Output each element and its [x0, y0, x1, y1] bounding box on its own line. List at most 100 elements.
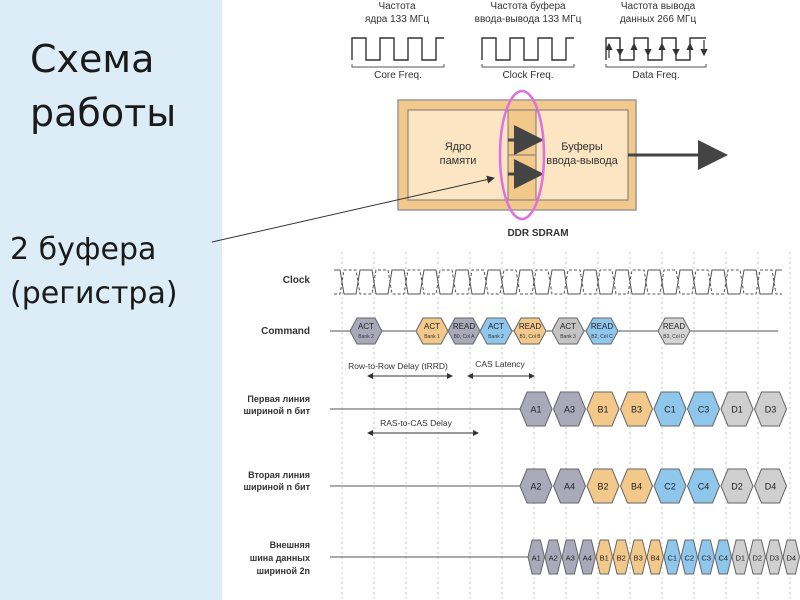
data-cell-label: D2: [752, 554, 762, 563]
data-cell-label: C1: [667, 554, 677, 563]
command-act-6: ACT Bank 3: [551, 317, 585, 345]
command-sub: Bank 3: [560, 334, 576, 340]
line2-cells: A2 A4 B2 B4 C2 C4 D2 D4: [519, 468, 788, 504]
data-freq-label: Data Freq.: [632, 70, 679, 81]
core-freq-caption: Частота ядра 133 МГц: [365, 1, 429, 25]
cas-label: CAS Latency: [475, 359, 525, 369]
core-freq-wave: [351, 37, 444, 61]
buffer-box: [535, 109, 629, 201]
buffer-freq-caption: Частота буфера ввода-вывода 133 МГц: [475, 0, 582, 25]
line2-label-1: Вторая линия: [248, 470, 310, 480]
buffer-caption-line-1: Частота буфера: [490, 0, 566, 12]
buffer-highlight-ellipse: [498, 89, 546, 221]
data-cell-label: A2: [549, 554, 558, 563]
command-name: ACT: [488, 322, 504, 331]
rcd-label: RAS-to-CAS Delay: [380, 418, 453, 428]
data-cell-c4: C4: [686, 468, 721, 504]
data-cell-label: C1: [664, 405, 676, 415]
data-freq-arrows: [605, 40, 708, 58]
data-cell-a1: A1: [519, 391, 553, 427]
data-cell-d3: D3: [753, 391, 788, 427]
core-text-line-1: Ядро: [445, 141, 472, 153]
data-cell-label: D2: [731, 482, 743, 492]
command-name: ACT: [358, 322, 374, 331]
data-cell-label: C3: [701, 554, 711, 563]
buffer-text-line-2: ввода-вывода: [546, 155, 618, 167]
data-cell-label: B1: [600, 554, 609, 563]
line1-label-2: шириной n бит: [243, 406, 310, 416]
core-freq-label: Core Freq.: [374, 70, 422, 81]
bus-label-2: шина данных: [250, 553, 310, 563]
data-cell-label: A4: [564, 482, 575, 492]
data-cell-label: B2: [597, 482, 608, 492]
line1-row-label: Первая линия шириной n бит: [243, 394, 310, 416]
callout-line-1: 2 буфера: [10, 232, 157, 267]
ddr-title: DDR SDRAM: [507, 228, 568, 239]
freq-brackets: [351, 64, 707, 68]
data-cell-a3: A3: [552, 391, 587, 427]
data-cell-label: C4: [698, 482, 710, 492]
data-cell-b4: B4: [619, 468, 654, 504]
data-cell-label: D1: [731, 405, 743, 415]
data-cell-label: B4: [651, 554, 660, 563]
command-sub: B0, Col A: [454, 334, 476, 340]
data-cell-c3: C3: [686, 391, 721, 427]
buffer-callout: 2 буфера (регистра): [10, 228, 178, 316]
data-cell-label: A2: [530, 482, 541, 492]
data-cell-b1: B1: [586, 391, 620, 427]
data-cell-label: D4: [786, 554, 796, 563]
bus-label-3: шириной 2n: [256, 566, 310, 576]
data-caption-line-1: Частота вывода: [621, 1, 696, 12]
clock-row-label: Clock: [283, 275, 311, 286]
data-cell-label: D1: [735, 554, 745, 563]
command-name: ACT: [424, 322, 440, 331]
line2-label-2: шириной n бит: [243, 482, 310, 492]
rrd-label: Row-to-Row Delay (tRRD): [348, 361, 448, 371]
command-sub: Bank 2: [358, 334, 374, 340]
data-cell-c2: C2: [653, 468, 687, 504]
data-cell-label: C3: [698, 405, 710, 415]
data-cell-label: A3: [566, 554, 575, 563]
callout-line-2: (регистра): [10, 276, 178, 311]
command-sub: Bank 2: [488, 334, 504, 340]
data-cell-label: D4: [765, 482, 777, 492]
data-cell-label: D3: [769, 554, 779, 563]
command-read-7: READ B2, Col C: [585, 317, 619, 345]
command-sub: Bank 1: [424, 334, 440, 340]
clock-freq-label: Clock Freq.: [502, 70, 553, 81]
slide-title: Схема работы: [30, 32, 176, 140]
core-caption-line-1: Частота: [378, 1, 416, 12]
command-sub: B2, Col C: [591, 334, 613, 340]
data-cell-label: D3: [765, 405, 777, 415]
data-cell-label: A1: [532, 554, 541, 563]
clock-freq-wave: [481, 37, 574, 61]
command-act-1: ACT Bank 2: [349, 317, 383, 345]
data-cell-d4: D4: [753, 468, 788, 504]
data-cell-label: A4: [583, 554, 592, 563]
command-sub: B3, Col D: [663, 334, 685, 340]
data-caption-line-2: данных 266 МГц: [620, 14, 697, 25]
data-cell-label: C2: [664, 482, 676, 492]
data-cell-d1: D1: [720, 391, 754, 427]
data-cell-b3: B3: [619, 391, 654, 427]
bus-row-label: Внешняя шина данных шириной 2n: [250, 540, 310, 576]
data-cell-label: B3: [631, 405, 642, 415]
data-cell-label: A1: [530, 405, 541, 415]
data-cell-b2: B2: [586, 468, 620, 504]
command-sequence: ACT Bank 2 ACT Bank 1 READ B0, Col A ACT Bank 2…: [349, 317, 691, 345]
data-cell-label: C2: [684, 554, 694, 563]
data-cell-label: B1: [597, 405, 608, 415]
command-name: READ: [519, 322, 541, 331]
data-cell-label: A3: [564, 405, 575, 415]
slide-title-line-2: работы: [30, 91, 177, 135]
bus-label-1: Внешняя: [270, 540, 310, 550]
command-name: ACT: [560, 322, 576, 331]
command-name: READ: [591, 322, 613, 331]
command-act-4: ACT Bank 2: [479, 317, 513, 345]
buffer-text-line-1: Буферы: [561, 141, 603, 153]
left-panel: [0, 0, 222, 600]
slide-title-line-1: Схема: [30, 37, 155, 81]
